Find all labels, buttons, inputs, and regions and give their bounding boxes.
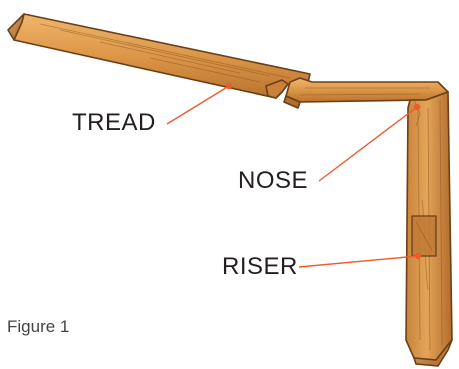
tread-label: TREAD <box>72 109 156 136</box>
nose-label: NOSE <box>238 167 308 194</box>
tread-board <box>8 14 310 98</box>
riser-leader <box>299 253 421 267</box>
nose-leader <box>319 104 420 181</box>
tread-leader <box>167 83 232 124</box>
riser-board <box>406 92 452 366</box>
riser-label: RISER <box>222 253 298 280</box>
figure-caption: Figure 1 <box>7 317 69 336</box>
